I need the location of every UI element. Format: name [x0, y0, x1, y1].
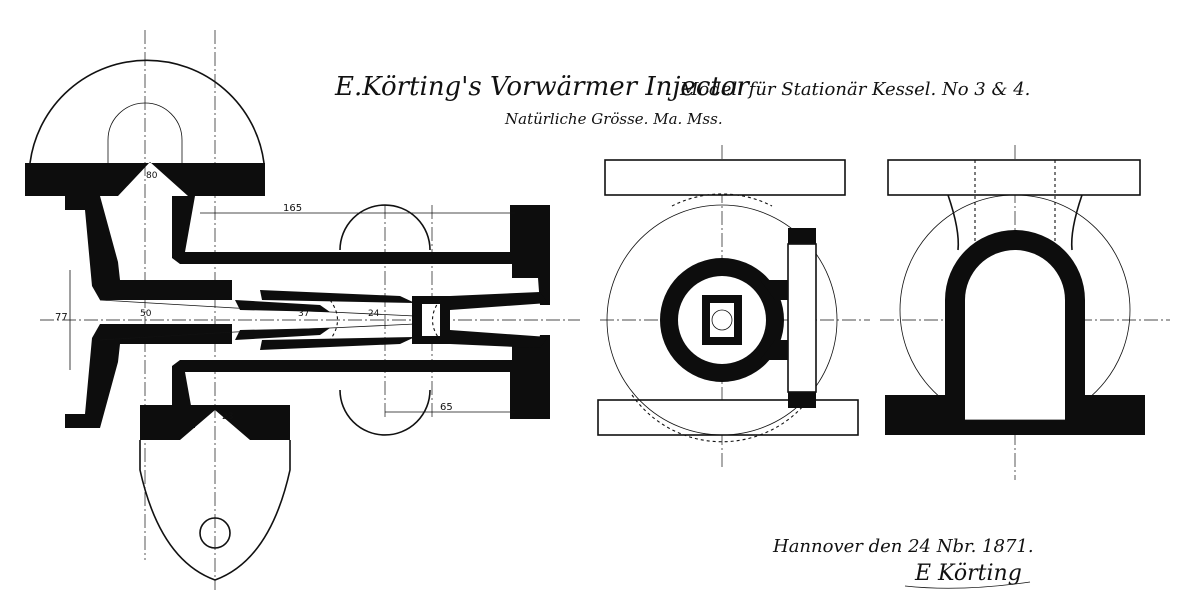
drawing-subtitle: Modell für Stationär Kessel. No 3 & 4. — [679, 79, 1030, 100]
dim-80: 80 — [146, 171, 158, 181]
end-view — [597, 145, 870, 470]
dim-77: 77 — [55, 312, 68, 323]
dim-65: 65 — [440, 402, 453, 413]
dim-165: 165 — [283, 203, 302, 214]
signature-flourish — [904, 581, 1031, 589]
dim-50: 50 — [140, 309, 152, 319]
dim-23: 23 — [222, 412, 233, 422]
drawing-title: E.Körting's Vorwärmer Injector — [334, 72, 750, 102]
side-view — [880, 145, 1170, 480]
longitudinal-section: 165 65 77 50 37 24 60 23 80 — [25, 30, 817, 590]
dim-24: 24 — [368, 309, 380, 319]
signature: E Körting — [914, 561, 1022, 586]
place-date: Hannover den 24 Nbr. 1871. — [772, 536, 1034, 557]
drawing-scale-note: Natürliche Grösse. Ma. Mss. — [504, 110, 723, 128]
dim-37: 37 — [298, 309, 309, 319]
